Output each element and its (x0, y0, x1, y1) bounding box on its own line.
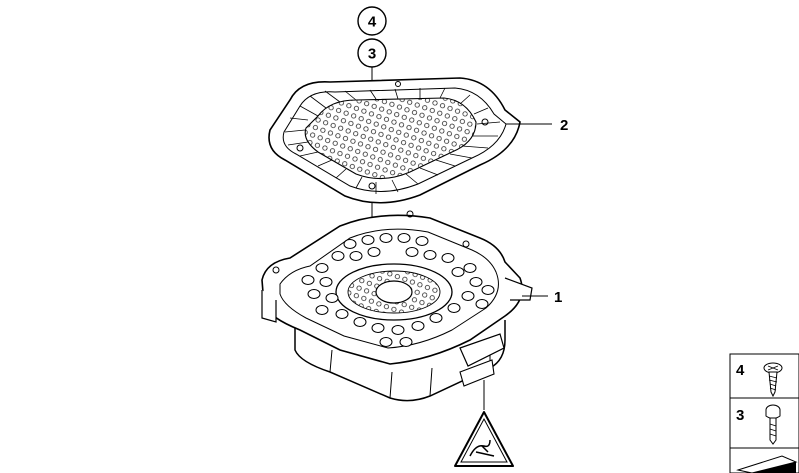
svg-text:4: 4 (368, 14, 377, 31)
screw-icon (763, 362, 783, 398)
electrostatic-warning-icon (454, 411, 514, 467)
bolt-icon (765, 404, 781, 445)
hardware-key: 4 3 (729, 353, 799, 473)
speaker-grille[interactable] (268, 77, 521, 204)
slanted-block-icon (736, 455, 798, 473)
key-item-4-label: 4 (736, 362, 745, 379)
callout-4[interactable]: 4 (357, 6, 387, 36)
svg-text:3: 3 (368, 46, 376, 63)
speaker-housing[interactable] (261, 210, 533, 402)
callout-3[interactable]: 3 (357, 38, 387, 68)
callout-1[interactable]: 1 (554, 289, 562, 306)
callout-2[interactable]: 2 (560, 117, 568, 134)
key-item-3-label: 3 (736, 407, 744, 424)
